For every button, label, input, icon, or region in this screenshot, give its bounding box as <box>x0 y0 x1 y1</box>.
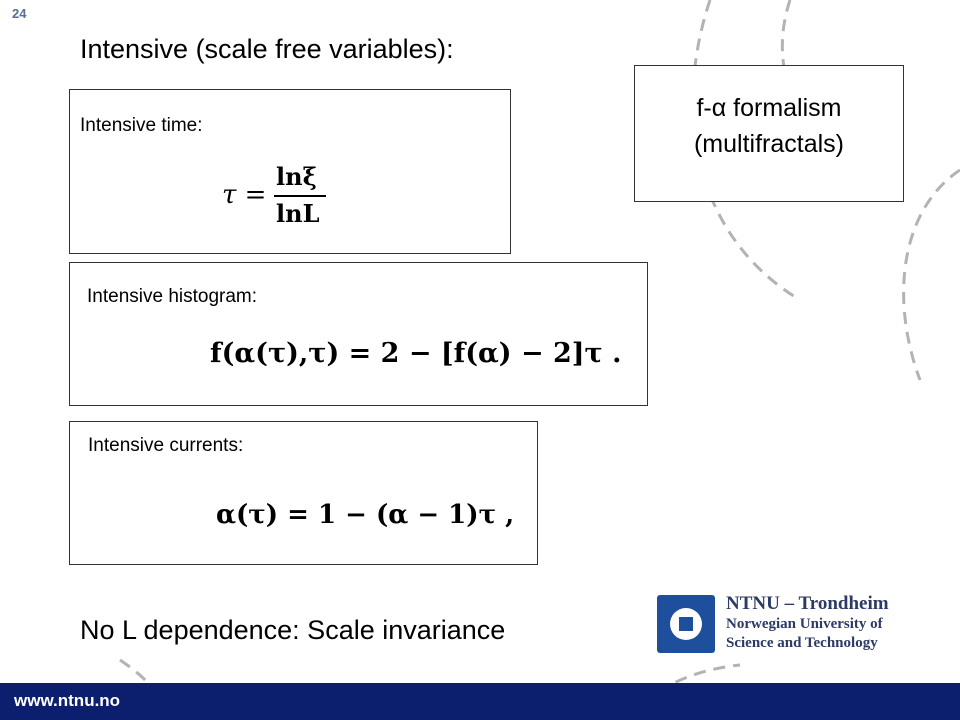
formalism-line2: (multifractals) <box>693 130 844 158</box>
logo-line-2: Norwegian University of <box>726 616 883 632</box>
formalism-line1: f-α formalism <box>696 94 842 122</box>
fraction-denominator: lnL <box>276 199 320 228</box>
logo-ring <box>670 608 702 640</box>
intensive-histogram-label: Intensive histogram: <box>87 286 258 307</box>
intensive-time-box: Intensive time: τ = lnξ lnL <box>69 89 511 254</box>
tau-lhs: τ = <box>222 180 267 210</box>
ntnu-logo: NTNU – Trondheim Norwegian University of… <box>657 593 927 659</box>
intensive-currents-label: Intensive currents: <box>88 435 244 456</box>
intensive-currents-box: Intensive currents: α(τ) = 1 − (α − 1)τ … <box>69 421 538 565</box>
intensive-histogram-formula: f(α(τ),τ) = 2 − [f(α) − 2]τ . <box>210 338 622 369</box>
ntnu-logo-mark-icon <box>657 595 715 653</box>
footer-bar: www.ntnu.no <box>0 683 960 720</box>
intensive-time-formula: τ = lnξ lnL <box>222 162 342 232</box>
intensive-histogram-box: Intensive histogram: f(α(τ),τ) = 2 − [f(… <box>69 262 648 406</box>
logo-line-3: Science and Technology <box>726 635 878 651</box>
footer-url: www.ntnu.no <box>14 691 121 710</box>
intensive-time-label: Intensive time: <box>80 115 203 136</box>
logo-square <box>679 617 693 631</box>
slide-number: 24 <box>12 6 27 21</box>
logo-line-1: NTNU – Trondheim <box>726 593 889 614</box>
fraction-numerator: lnξ <box>276 162 317 191</box>
formalism-box: f-α formalism (multifractals) <box>634 65 904 202</box>
intensive-currents-formula: α(τ) = 1 − (α − 1)τ , <box>216 500 515 530</box>
fraction-bar <box>274 195 326 197</box>
slide-title: Intensive (scale free variables): <box>80 34 454 64</box>
scale-invariance-statement: No L dependence: Scale invariance <box>80 615 506 645</box>
